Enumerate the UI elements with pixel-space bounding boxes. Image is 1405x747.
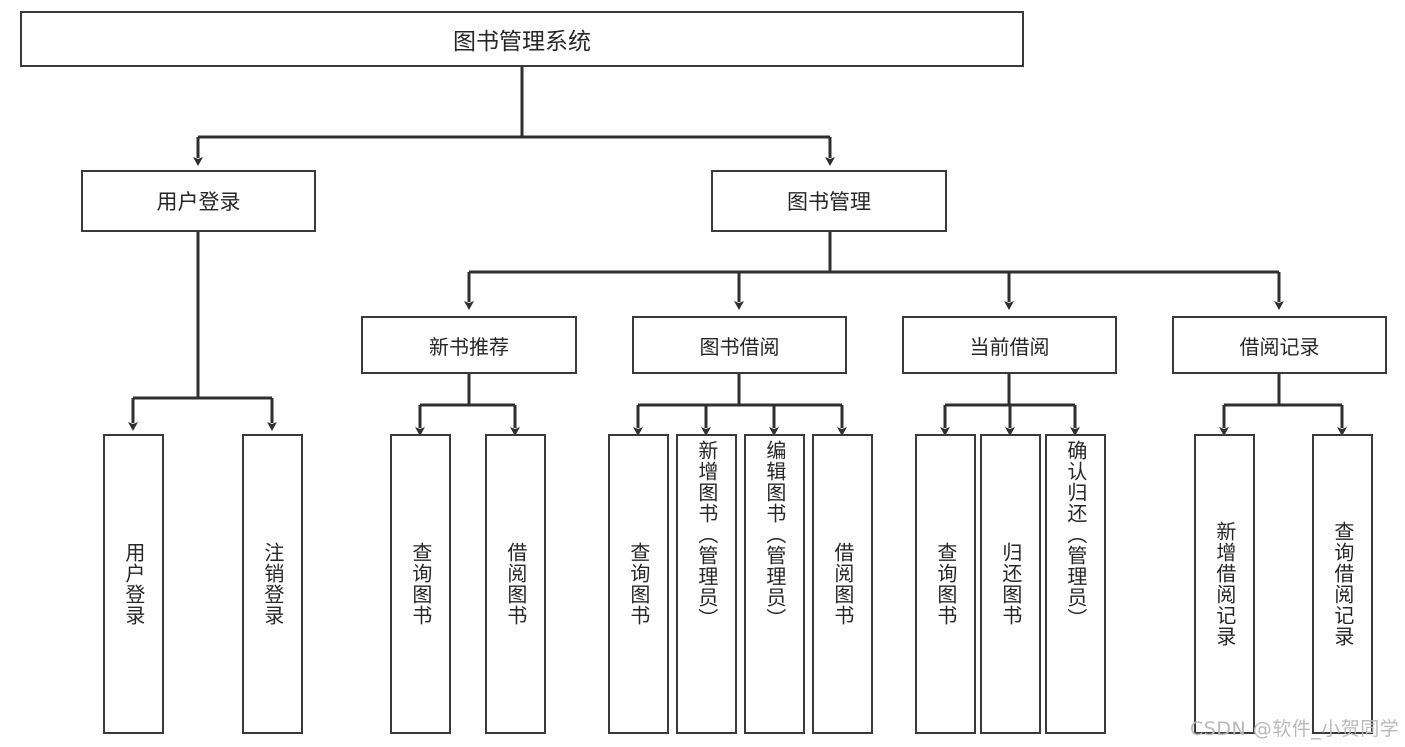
node-book-borrow-label: 图书借阅 xyxy=(699,334,780,359)
node-new-book-recommend[interactable]: 新书推荐 xyxy=(361,316,577,374)
watermark: CSDN @软件_小贺同学 xyxy=(1190,718,1400,740)
leaf-borrow-record-add-record[interactable]: 新增借阅记录 xyxy=(1194,434,1255,734)
node-book-borrow[interactable]: 图书借阅 xyxy=(632,316,847,374)
leaf-book-borrow-query-book[interactable]: 查询图书 xyxy=(608,434,669,734)
leaf-text-wrap: 新增图书（管理员） xyxy=(678,436,735,736)
leaf-book-borrow-edit-book-admin[interactable]: 编辑图书（管理员） xyxy=(744,434,805,734)
leaf-user-login-login-label: 用户登录 xyxy=(121,542,146,626)
node-new-book-recommend-label: 新书推荐 xyxy=(429,334,509,359)
leaf-current-borrow-query-book[interactable]: 查询图书 xyxy=(915,434,976,734)
leaf-borrow-record-query-record-label: 查询借阅记录 xyxy=(1330,521,1355,647)
leaf-text-wrap: 编辑图书（管理员） xyxy=(746,436,803,736)
node-borrow-record[interactable]: 借阅记录 xyxy=(1172,316,1387,374)
node-current-borrow-label: 当前借阅 xyxy=(969,334,1050,359)
node-book-management-label: 图书管理 xyxy=(787,190,871,214)
leaf-new-book-borrow-book[interactable]: 借阅图书 xyxy=(485,434,546,734)
leaf-current-borrow-return-book[interactable]: 归还图书 xyxy=(980,434,1041,734)
leaf-current-borrow-confirm-return-admin-label: 确认归还（管理员） xyxy=(1063,440,1088,629)
leaf-new-book-query-book-label: 查询图书 xyxy=(408,542,433,626)
node-root-label: 图书管理系统 xyxy=(453,29,591,55)
leaf-text-wrap: 查询借阅记录 xyxy=(1314,436,1371,732)
leaf-current-borrow-return-book-label: 归还图书 xyxy=(998,542,1023,626)
leaf-text-wrap: 借阅图书 xyxy=(814,436,871,732)
leaf-text-wrap: 查询图书 xyxy=(917,436,974,732)
node-current-borrow[interactable]: 当前借阅 xyxy=(902,316,1117,374)
leaf-book-borrow-add-book-admin-label: 新增图书（管理员） xyxy=(694,440,719,629)
leaf-current-borrow-confirm-return-admin[interactable]: 确认归还（管理员） xyxy=(1045,434,1106,734)
leaf-borrow-record-add-record-label: 新增借阅记录 xyxy=(1212,521,1237,647)
leaf-user-login-logout-label: 注销登录 xyxy=(260,542,285,626)
leaf-book-borrow-add-book-admin[interactable]: 新增图书（管理员） xyxy=(676,434,737,734)
leaf-current-borrow-query-book-label: 查询图书 xyxy=(933,542,958,626)
leaf-borrow-record-query-record[interactable]: 查询借阅记录 xyxy=(1312,434,1373,734)
leaf-user-login-logout[interactable]: 注销登录 xyxy=(242,434,303,734)
leaf-text-wrap: 归还图书 xyxy=(982,436,1039,732)
leaf-book-borrow-query-book-label: 查询图书 xyxy=(626,542,651,626)
leaf-user-login-login[interactable]: 用户登录 xyxy=(103,434,164,734)
leaf-text-wrap: 用户登录 xyxy=(105,436,162,732)
leaf-new-book-borrow-book-label: 借阅图书 xyxy=(503,542,528,626)
leaf-new-book-query-book[interactable]: 查询图书 xyxy=(390,434,451,734)
leaf-text-wrap: 新增借阅记录 xyxy=(1196,436,1253,732)
node-user-login-label: 用户登录 xyxy=(156,190,241,214)
node-user-login[interactable]: 用户登录 xyxy=(81,170,316,232)
leaf-book-borrow-edit-book-admin-label: 编辑图书（管理员） xyxy=(762,440,787,629)
node-root-book-management-system[interactable]: 图书管理系统 xyxy=(20,11,1024,67)
leaf-text-wrap: 借阅图书 xyxy=(487,436,544,732)
leaf-text-wrap: 查询图书 xyxy=(610,436,667,732)
leaf-text-wrap: 确认归还（管理员） xyxy=(1047,436,1104,736)
node-book-management[interactable]: 图书管理 xyxy=(711,170,947,232)
leaf-book-borrow-borrow-book-label: 借阅图书 xyxy=(830,542,855,626)
leaf-book-borrow-borrow-book[interactable]: 借阅图书 xyxy=(812,434,873,734)
leaf-text-wrap: 查询图书 xyxy=(392,436,449,732)
node-borrow-record-label: 借阅记录 xyxy=(1239,334,1320,359)
leaf-text-wrap: 注销登录 xyxy=(244,436,301,732)
